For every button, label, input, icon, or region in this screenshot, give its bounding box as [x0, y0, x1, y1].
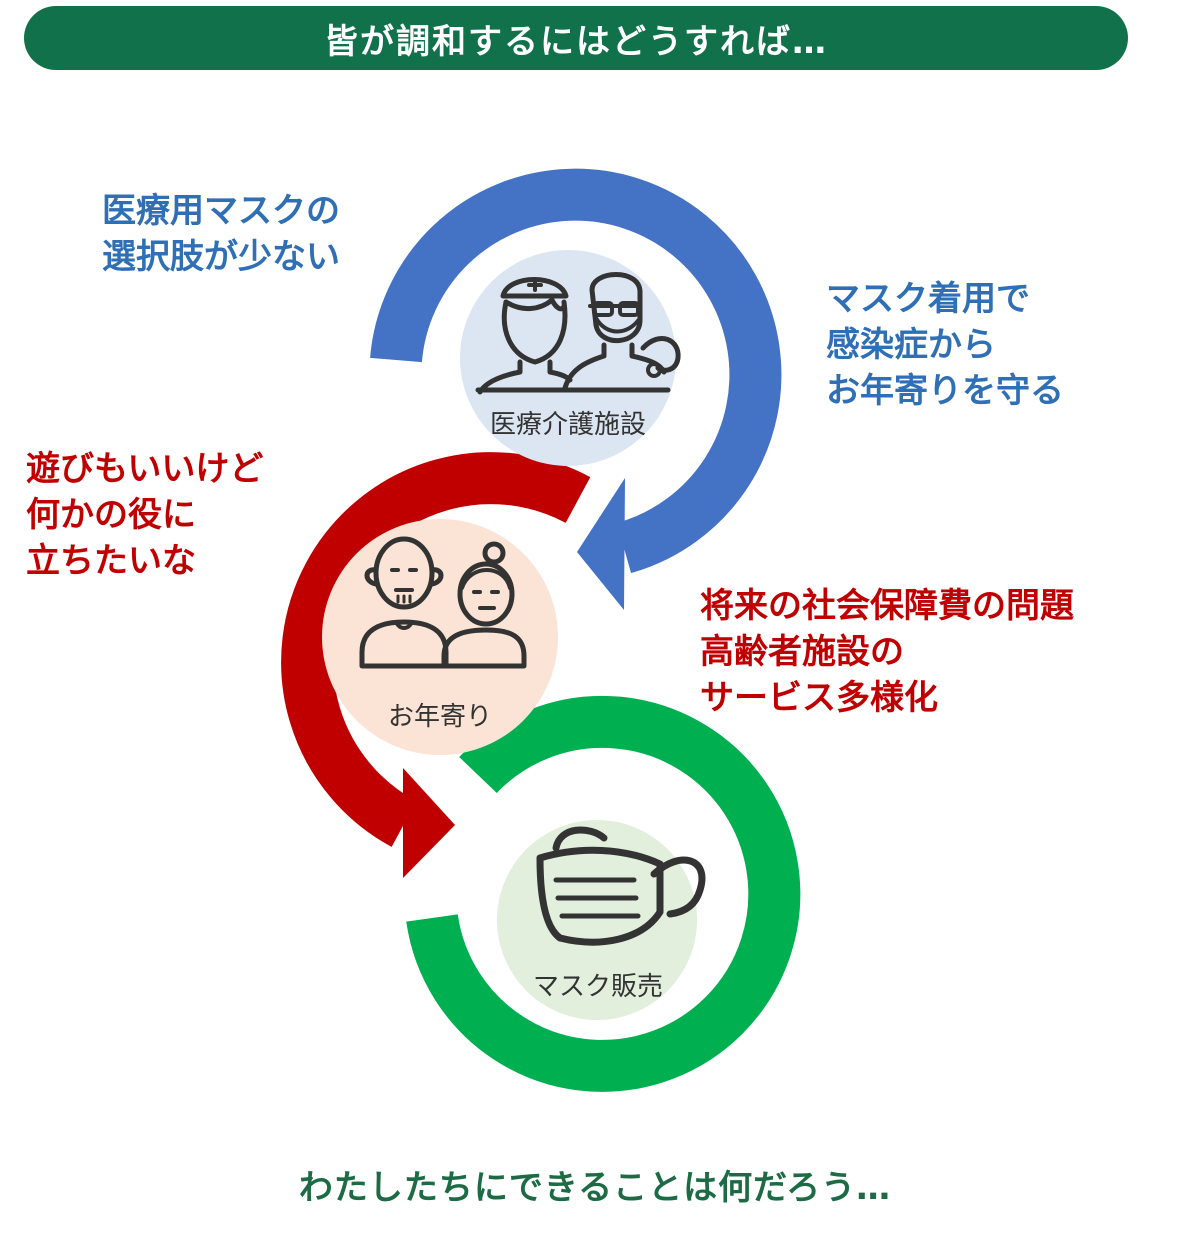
- node-mask-circle: [497, 820, 697, 1020]
- callout-line: 高齢者施設の: [700, 632, 904, 672]
- callout-line: サービス多様化: [700, 678, 938, 718]
- nurse-doctor-icon: [475, 272, 681, 395]
- green-ring: [406, 695, 801, 1092]
- red-arrow: [281, 452, 591, 878]
- callout-line: 将来の社会保障費の問題: [700, 586, 1074, 626]
- callout-line: 感染症から: [826, 325, 996, 365]
- callout-social-issues: 将来の社会保障費の問題 高齢者施設の サービス多様化: [700, 583, 1074, 721]
- node-elderly-label: お年寄り: [387, 702, 492, 732]
- blue-arrow-head: [577, 478, 625, 610]
- red-arrow-arc: [281, 452, 591, 847]
- elderly-couple-icon: [359, 536, 527, 669]
- face-mask-icon: [536, 826, 706, 946]
- red-arrow-head: [403, 768, 455, 878]
- blue-arrow: [370, 168, 782, 610]
- callout-medical-mask: 医療用マスクの 選択肢が少ない: [102, 188, 340, 280]
- callout-line: お年寄りを守る: [826, 371, 1064, 411]
- node-medical-label: 医療介護施設: [489, 410, 646, 440]
- green-ring-arc: [406, 695, 801, 1092]
- callout-line: 選択肢が少ない: [102, 237, 340, 277]
- blue-arrow-arc: [370, 168, 782, 574]
- callout-line: 立ちたいな: [26, 541, 196, 581]
- callout-line: マスク着用で: [826, 279, 1030, 319]
- footer-question: わたしたちにできることは何だろう…: [298, 1168, 892, 1208]
- callout-protect-elderly: マスク着用で 感染症から お年寄りを守る: [826, 276, 1064, 414]
- node-mask-label: マスク販売: [532, 972, 663, 1002]
- callout-line: 医療用マスクの: [102, 191, 340, 231]
- callout-line: 何かの役に: [26, 495, 196, 535]
- title-banner: 皆が調和するにはどうすれば…: [24, 6, 1128, 70]
- callout-line: 遊びもいいけど: [26, 449, 264, 489]
- callout-elderly-wish: 遊びもいいけど 何かの役に 立ちたいな: [26, 446, 263, 584]
- title-text: 皆が調和するにはどうすれば…: [324, 21, 828, 62]
